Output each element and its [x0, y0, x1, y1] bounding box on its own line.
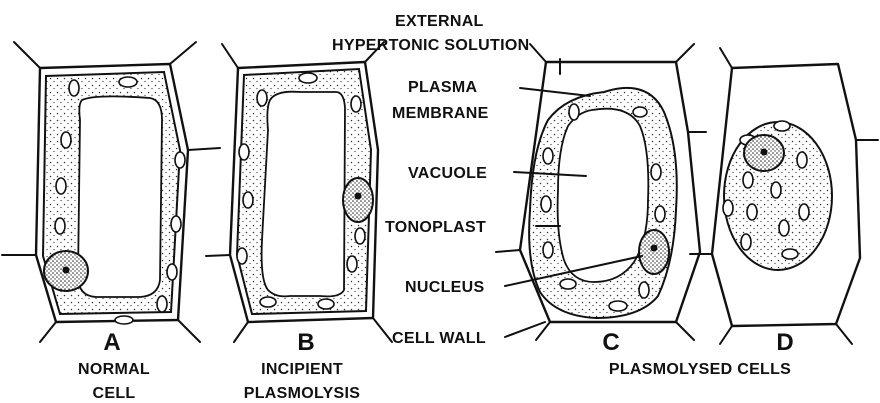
nucleus-label: NUCLEUS [405, 279, 484, 296]
plasma-membrane-line-1: PLASMA [408, 79, 477, 96]
external-hypertonic-line-1: EXTERNAL [395, 13, 484, 30]
tonoplast-label: TONOPLAST [385, 219, 486, 236]
cell-wall-label: CELL WALL [392, 330, 486, 347]
cell-a-caption-line-1: NORMAL [78, 361, 150, 378]
cell-d [690, 48, 878, 344]
cell-d-letter: D [776, 329, 793, 356]
cell-c-letter: C [602, 329, 619, 356]
nucleus [343, 178, 373, 222]
cell-b-caption-line-2: PLASMOLYSIS [244, 385, 361, 402]
cell-b-caption-line-1: INCIPIENT [261, 361, 343, 378]
cell-a-letter: A [103, 329, 120, 356]
vacuole-label: VACUOLE [408, 165, 487, 182]
external-hypertonic-line-2: HYPERTONIC SOLUTION [332, 37, 529, 54]
plasma-membrane-line-2: MEMBRANE [392, 105, 489, 122]
plasmolysed-cells-caption: PLASMOLYSED CELLS [609, 361, 791, 378]
vacuole [558, 109, 649, 282]
vacuole [262, 92, 345, 297]
vacuole [78, 96, 162, 297]
nucleus [639, 230, 669, 274]
cell-a-caption-line-2: CELL [93, 385, 136, 402]
cell-a [2, 42, 220, 342]
cell-b-letter: B [297, 329, 314, 356]
cell-b [206, 42, 392, 342]
